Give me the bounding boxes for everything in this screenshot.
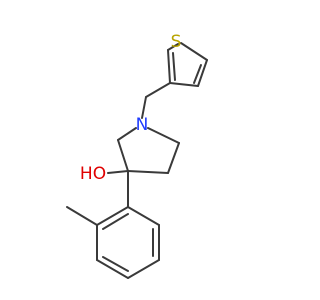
- bond: [107, 170, 129, 174]
- bond: [169, 82, 199, 87]
- bond: [102, 256, 129, 272]
- molecule-svg: S N HO: [66, 32, 208, 279]
- atom-label-n: N: [136, 115, 149, 135]
- atom-nitrogen: N: [136, 115, 149, 135]
- bond: [180, 42, 208, 61]
- bond: [193, 64, 202, 84]
- bond: [172, 52, 176, 81]
- atom-sulfur: S: [171, 32, 182, 52]
- bond: [96, 259, 129, 279]
- bond: [197, 59, 208, 87]
- bond: [127, 206, 160, 226]
- bond: [147, 127, 180, 144]
- atom-hydroxyl: HO: [80, 164, 106, 184]
- bond: [141, 96, 147, 119]
- atom-label-s: S: [171, 32, 182, 52]
- bond: [66, 206, 98, 226]
- bond: [167, 49, 171, 84]
- bond: [117, 127, 137, 141]
- bond: [102, 213, 129, 230]
- bond: [167, 43, 179, 51]
- bond: [127, 259, 160, 279]
- bond: [167, 142, 180, 174]
- bond: [96, 206, 129, 226]
- bond: [117, 139, 129, 172]
- bond: [145, 82, 171, 98]
- structure-diagram: S N HO: [66, 32, 208, 279]
- bonds: [66, 42, 208, 279]
- bond: [127, 170, 169, 174]
- atom-label-oh: HO: [80, 164, 106, 184]
